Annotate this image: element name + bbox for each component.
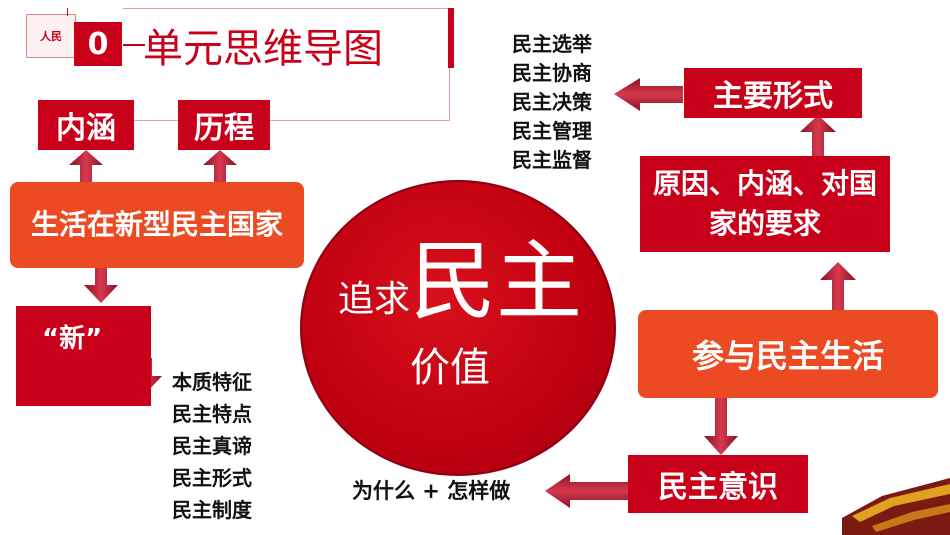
list-item: 民主决策 [512,90,592,114]
header-divider-tick [67,8,68,16]
forms-list: 民主选举 民主协商 民主决策 民主管理 民主监督 [512,30,592,175]
list-item: 本质特征 [172,370,252,394]
list-item: 民主形式 [172,466,252,490]
box-reasons: 原因、内涵、对国家的要求 [640,156,890,252]
palace-roof-decoration [842,478,950,535]
arrow-left-to-forms-list [614,78,683,111]
page-title: 单元思维导图 [143,26,383,72]
header-right-bar [448,8,454,68]
arrow-up-to-neihan [69,150,103,182]
list-item: 民主真谛 [172,434,252,458]
circle-title: 追求民主 [310,234,610,348]
arrow-left-to-whyhow [545,474,628,508]
header-number: 0 [74,22,122,66]
why-how-text: 为什么 + 怎样做 [352,479,511,503]
seal-text: 人民 [40,30,62,43]
box-awareness: 民主意识 [628,455,808,513]
box-new-democracy: 生活在新型民主国家 [10,182,304,268]
seal-logo: 人民 [26,14,76,58]
circle-subtitle: 价值 [410,345,490,391]
circle-title-text: 追求民主 [337,232,582,332]
center-circle [300,180,616,476]
box-participate: 参与民主生活 [638,310,938,398]
list-item: 民主管理 [512,119,592,143]
box-licheng: 历程 [178,100,270,150]
list-item: 民主监督 [512,148,592,172]
arrow-up-to-forms [800,115,836,156]
arrow-down-to-xin [84,268,118,303]
list-item: 民主选举 [512,32,592,56]
arrow-up-to-reasons [820,262,856,310]
list-item: 民主协商 [512,61,592,85]
arrow-up-to-licheng [203,150,237,182]
box-xin: “新” [16,306,151,406]
list-item: 民主特点 [172,402,252,426]
box-main-forms: 主要形式 [684,68,862,118]
list-item: 民主制度 [172,498,252,522]
header-rule [123,44,145,46]
left-list: 本质特征 民主特点 民主真谛 民主形式 民主制度 [172,366,252,526]
arrow-down-to-awareness [704,398,738,455]
box-neihan: 内涵 [38,100,134,150]
